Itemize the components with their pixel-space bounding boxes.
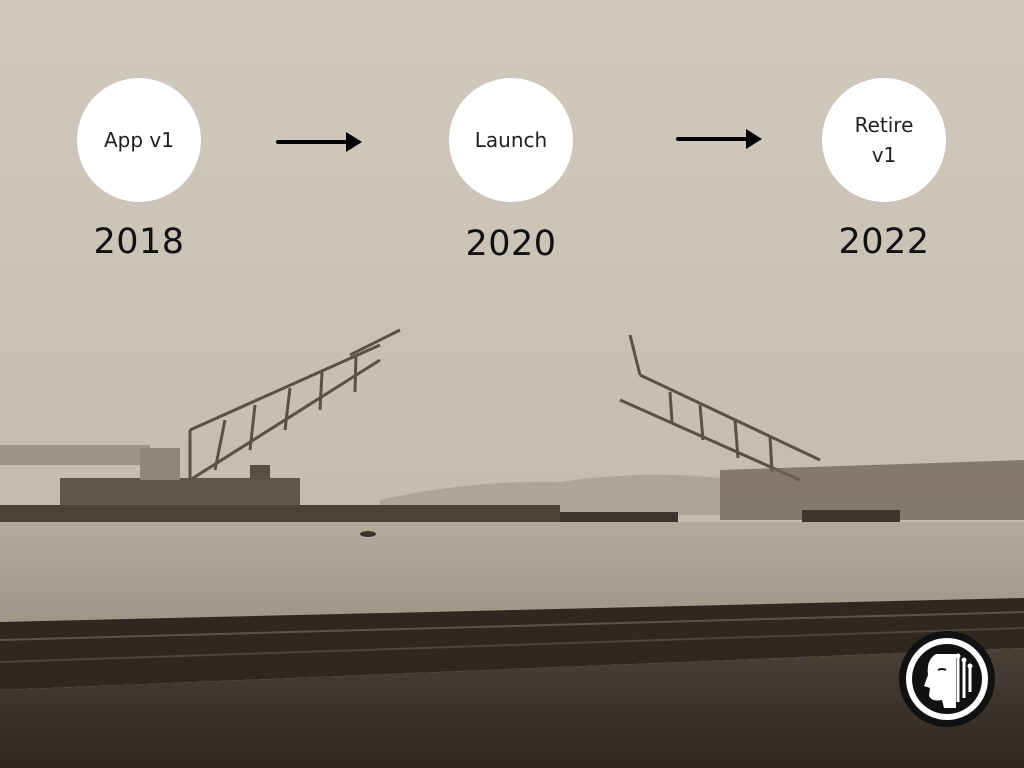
- timeline-step-app-v1: App v1: [77, 78, 201, 202]
- step-year: 2020: [465, 224, 557, 264]
- step-year: 2018: [93, 222, 185, 262]
- arrow-right-icon: [276, 132, 362, 152]
- arrow-right-icon: [676, 129, 762, 149]
- step-label: Launch: [474, 128, 548, 152]
- left-arch: [188, 328, 401, 482]
- step-label: App v1: [104, 128, 174, 152]
- timeline-step-launch: Launch: [449, 78, 573, 202]
- face-logo-icon: [899, 631, 995, 727]
- right-arch: [619, 334, 821, 482]
- step-label: Retire v1: [854, 113, 914, 167]
- step-year: 2022: [838, 222, 930, 262]
- timeline-step-retire-v1: Retire v1: [822, 78, 946, 202]
